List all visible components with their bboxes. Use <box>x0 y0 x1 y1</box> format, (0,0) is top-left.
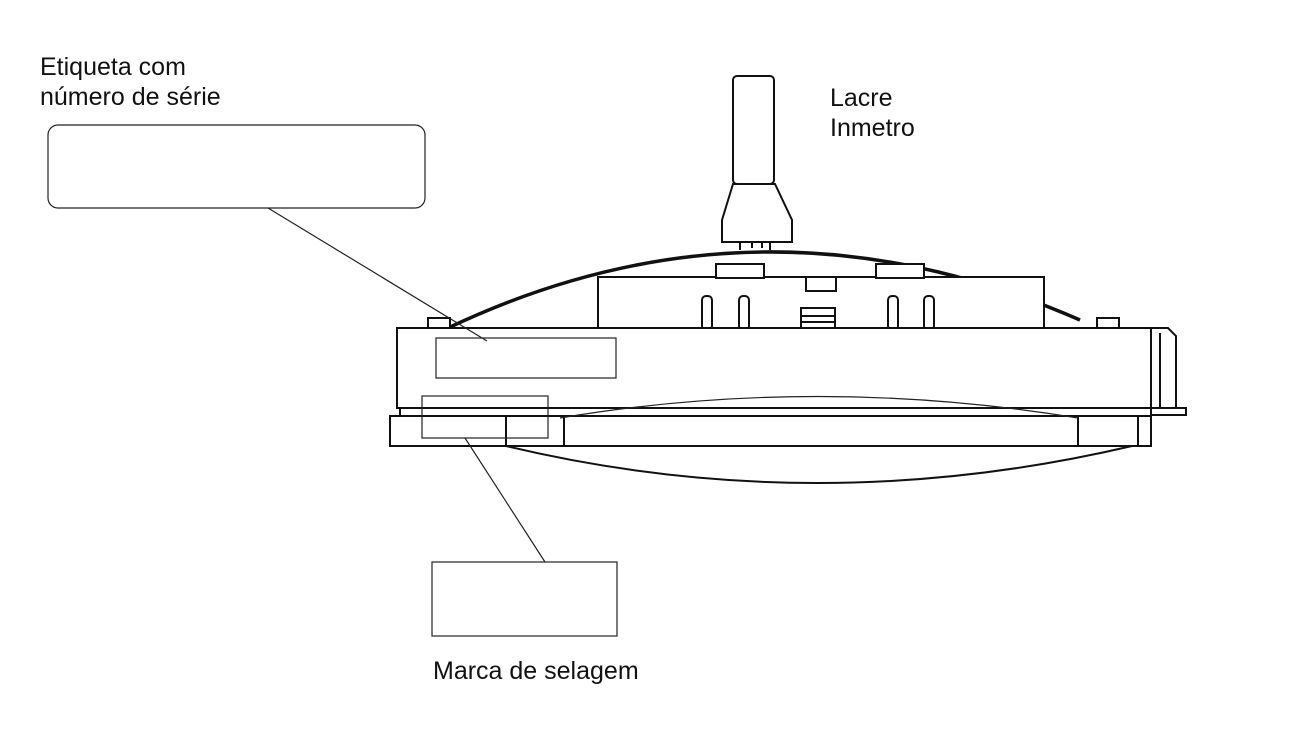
serial-label-line-2: número de série <box>40 83 221 111</box>
serial-label-box <box>47 124 426 209</box>
sealing-mark-box <box>431 561 618 637</box>
serial-label-text: Etiqueta com número de série <box>40 52 221 112</box>
inmetro-seal-label: Lacre Inmetro <box>830 83 915 143</box>
inmetro-seal-wire <box>721 75 793 250</box>
sealing-mark-area <box>421 395 549 439</box>
sealing-mark-label: Marca de selagem <box>433 656 639 686</box>
meter-body <box>389 327 1187 484</box>
serial-leader-line <box>267 207 488 342</box>
sealing-label-line-1: Marca de selagem <box>433 657 639 685</box>
inmetro-label-line-1: Lacre <box>830 84 893 112</box>
serial-label-line-1: Etiqueta com <box>40 53 186 81</box>
serial-plate <box>435 337 617 379</box>
connector-housing <box>427 263 1120 334</box>
sealing-leader-line <box>464 437 546 563</box>
inmetro-label-line-2: Inmetro <box>830 114 915 142</box>
